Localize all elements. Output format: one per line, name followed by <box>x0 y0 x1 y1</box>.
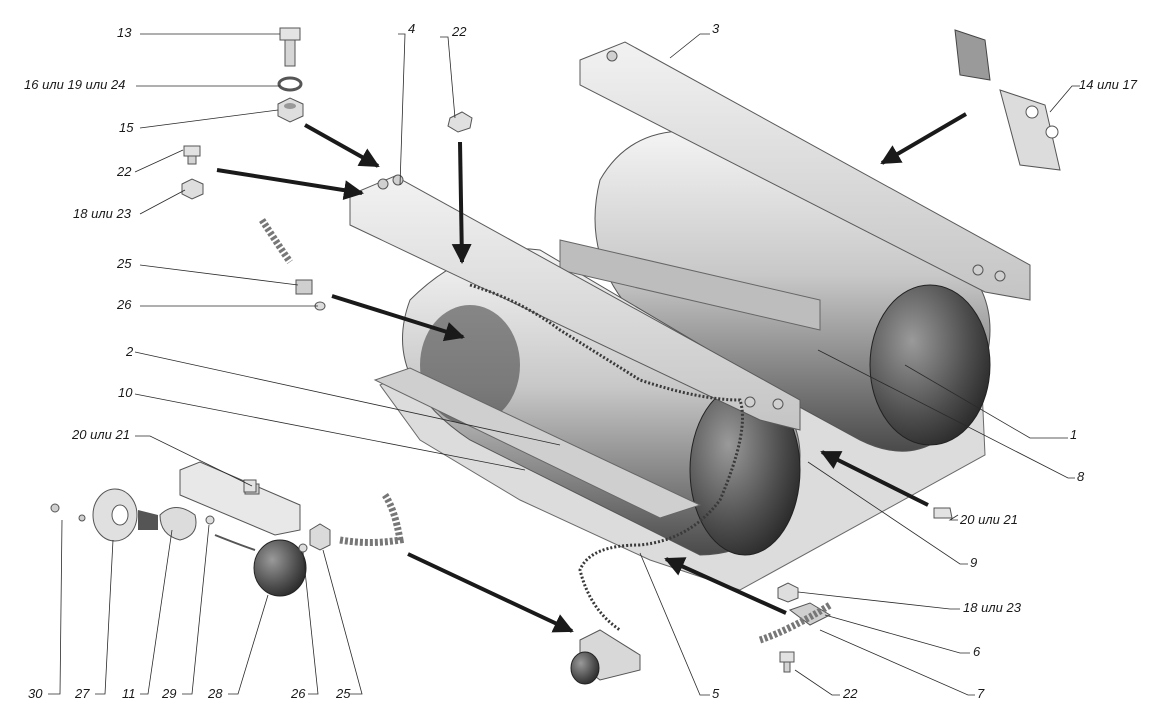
screw-30b-icon <box>78 514 86 522</box>
callout-30: 30 <box>28 686 43 701</box>
callout-6: 6 <box>973 644 981 659</box>
callout-18-23-upper: 18 или 23 <box>73 206 131 221</box>
bolt-20-left-icon <box>243 479 257 493</box>
bolt-22-icon <box>447 111 473 133</box>
bolt-20-right-icon <box>933 507 953 519</box>
callout-22-bottom-right: 22 <box>843 686 858 701</box>
callout-5: 5 <box>712 686 720 701</box>
hose-25-lower <box>339 493 405 546</box>
callout-25-upper: 25 <box>117 256 132 271</box>
screw-30-icon <box>50 503 60 513</box>
plug-28 <box>214 534 307 597</box>
callout-26-upper: 26 <box>117 297 132 312</box>
callout-27: 27 <box>75 686 90 701</box>
leader-lines <box>48 33 1080 696</box>
callout-14-17: 14 или 17 <box>1079 77 1137 92</box>
callout-20-21-right: 20 или 21 <box>960 512 1018 527</box>
bolt-22-right-icon <box>779 651 795 673</box>
lower-plate <box>373 367 702 519</box>
callout-8: 8 <box>1077 469 1085 484</box>
ring-26-lower-icon <box>298 543 308 553</box>
nut-29-icon <box>205 515 215 525</box>
callout-20-21-left: 20 или 21 <box>72 427 130 442</box>
clamp-6 <box>758 602 832 644</box>
callout-11: 11 <box>122 686 136 701</box>
hose-25-upper-icon <box>259 218 313 295</box>
sensor-harness <box>469 283 744 632</box>
callout-10: 10 <box>118 385 133 400</box>
assembly-arrows <box>216 112 968 633</box>
bracket-14-17 <box>954 29 1061 171</box>
callout-28: 28 <box>208 686 223 701</box>
nut-25-lower-icon <box>309 523 331 551</box>
callout-2: 2 <box>126 344 134 359</box>
callout-4: 4 <box>408 21 416 36</box>
callout-22-upper-left: 22 <box>117 164 132 179</box>
tank-connector <box>559 239 821 331</box>
callout-16-19-24: 16 или 19 или 24 <box>24 77 126 92</box>
cap-27 <box>92 488 158 542</box>
callout-3: 3 <box>712 21 720 36</box>
callout-15: 15 <box>119 120 134 135</box>
bolt-13-icon <box>279 27 301 67</box>
bolt-22-left-icon <box>183 145 201 165</box>
lower-sensor-mount <box>570 629 641 685</box>
callout-29: 29 <box>162 686 177 701</box>
callout-22-top: 22 <box>452 24 467 39</box>
nut-18-right-icon <box>777 582 799 603</box>
callout-25-lower: 25 <box>336 686 351 701</box>
callout-26-lower: 26 <box>291 686 306 701</box>
nut-15-icon <box>277 97 304 123</box>
callout-7: 7 <box>977 686 985 701</box>
callout-18-23-right: 18 или 23 <box>963 600 1021 615</box>
sensor-bracket-11 <box>159 461 301 541</box>
callout-1: 1 <box>1070 427 1078 442</box>
callout-13: 13 <box>117 25 132 40</box>
nut-18-left-icon <box>181 178 204 200</box>
rear-tank <box>594 130 991 452</box>
washer-16-icon <box>277 76 303 92</box>
rear-bracket-beam <box>579 41 1031 301</box>
callout-9: 9 <box>970 555 978 570</box>
